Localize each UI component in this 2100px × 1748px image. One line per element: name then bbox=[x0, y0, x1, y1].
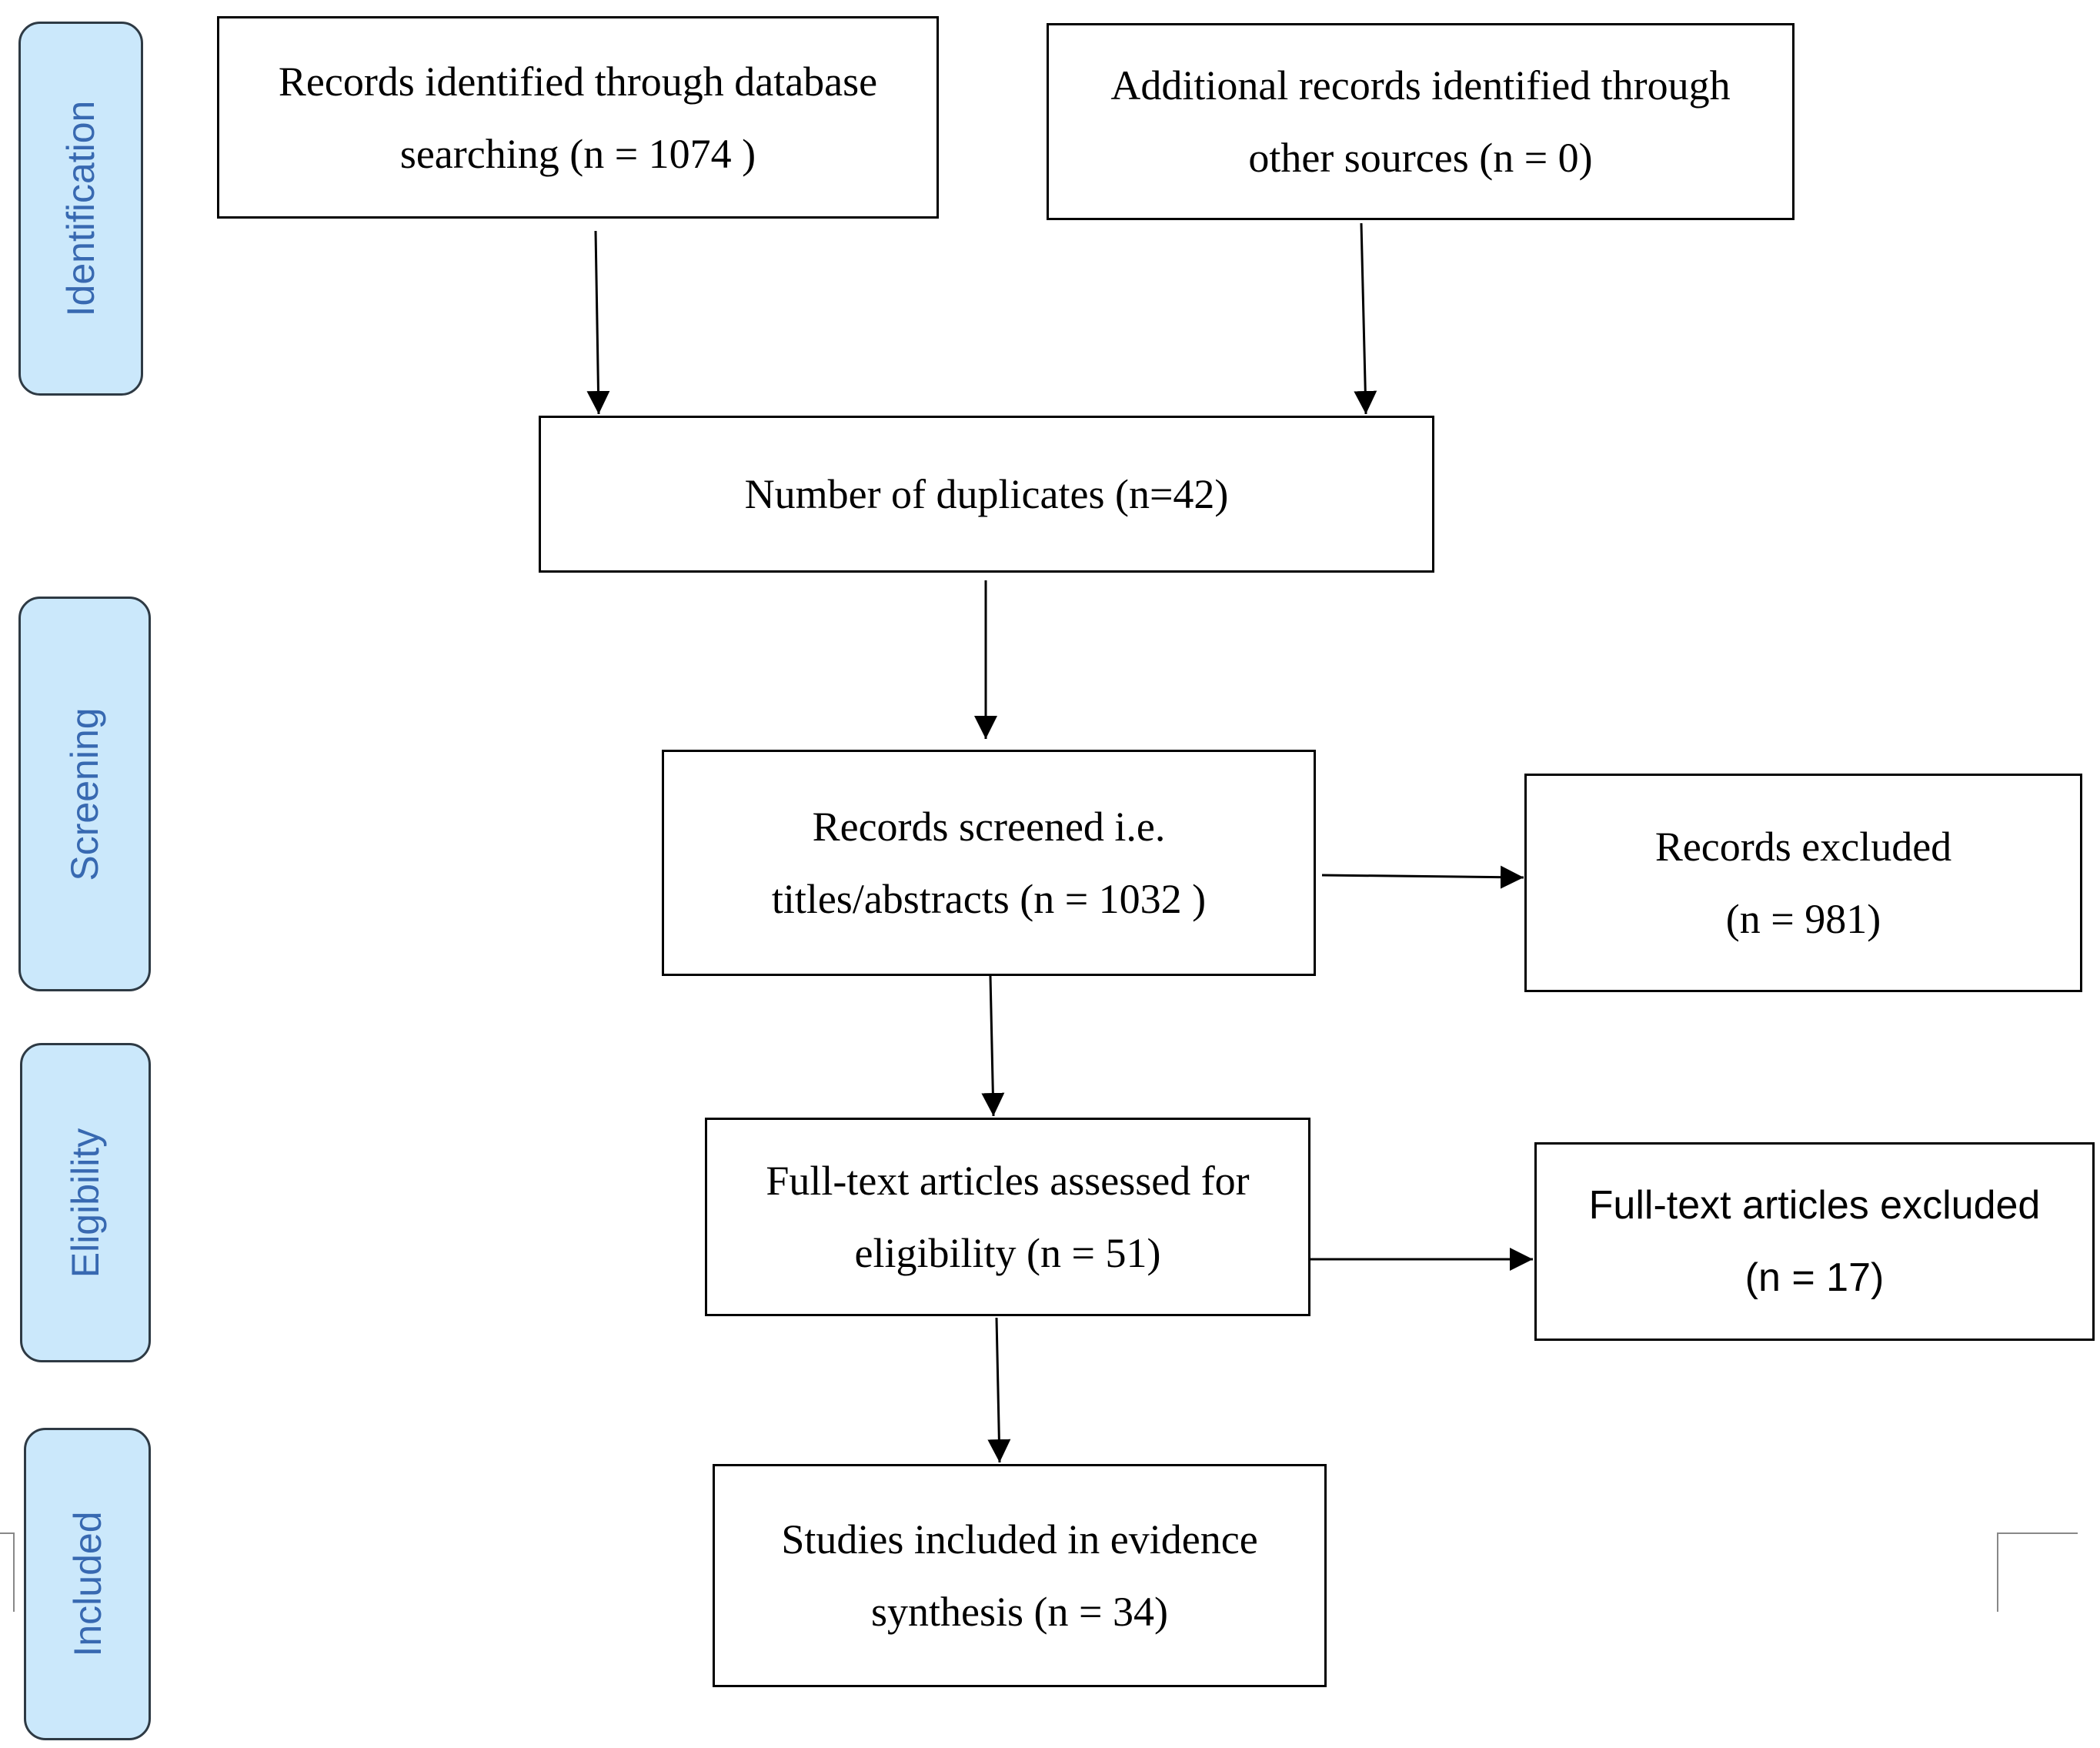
records-excluded-line1: Records excluded bbox=[1654, 824, 1952, 870]
other-sources-box: Additional records identified through ot… bbox=[1047, 23, 1795, 220]
database-search-line2: searching (n = 1074 ) bbox=[399, 130, 756, 177]
duplicates-line1: Number of duplicates (n=42) bbox=[744, 471, 1229, 517]
arrow-fulltext-to-included bbox=[987, 1317, 1011, 1463]
included-studies-box: Studies included in evidence synthesis (… bbox=[713, 1464, 1327, 1687]
corner-mark-right bbox=[1997, 1532, 2078, 1612]
arrow-database-to-duplicates bbox=[586, 230, 610, 415]
arrow-screened-to-excluded bbox=[1321, 865, 1524, 889]
fulltext-assessed-line2: eligibility (n = 51) bbox=[854, 1230, 1161, 1276]
fulltext-assessed-box: Full-text articles assessed for eligibil… bbox=[705, 1118, 1310, 1316]
screened-line2: titles/abstracts (n = 1032 ) bbox=[771, 876, 1207, 922]
screened-line1: Records screened i.e. bbox=[812, 804, 1166, 850]
stage-identification: Identification bbox=[18, 22, 143, 396]
records-excluded-line2: (n = 981) bbox=[1725, 896, 1881, 942]
included-studies-line2: synthesis (n = 34) bbox=[871, 1589, 1168, 1635]
stage-included: Included bbox=[24, 1428, 151, 1740]
records-excluded-box: Records excluded (n = 981) bbox=[1524, 774, 2082, 992]
fulltext-excluded-box: Full-text articles excluded (n = 17) bbox=[1534, 1142, 2095, 1341]
other-sources-line1: Additional records identified through bbox=[1110, 62, 1731, 109]
arrow-screened-to-fulltext bbox=[981, 975, 1005, 1117]
database-search-line1: Records identified through database bbox=[278, 58, 878, 105]
stage-screening: Screening bbox=[18, 597, 151, 991]
fulltext-assessed-line1: Full-text articles assessed for bbox=[766, 1158, 1250, 1204]
corner-mark-left bbox=[0, 1532, 15, 1612]
included-studies-line1: Studies included in evidence bbox=[781, 1516, 1258, 1563]
other-sources-line2: other sources (n = 0) bbox=[1248, 135, 1593, 181]
duplicates-box: Number of duplicates (n=42) bbox=[539, 416, 1434, 573]
database-search-box: Records identified through database sear… bbox=[217, 16, 939, 219]
fulltext-excluded-line2: (n = 17) bbox=[1744, 1255, 1885, 1300]
screened-box: Records screened i.e. titles/abstracts (… bbox=[662, 750, 1316, 976]
arrow-other-to-duplicates bbox=[1354, 222, 1377, 415]
fulltext-excluded-line1: Full-text articles excluded bbox=[1588, 1183, 2041, 1228]
stage-eligibility: Eligibility bbox=[20, 1043, 151, 1362]
